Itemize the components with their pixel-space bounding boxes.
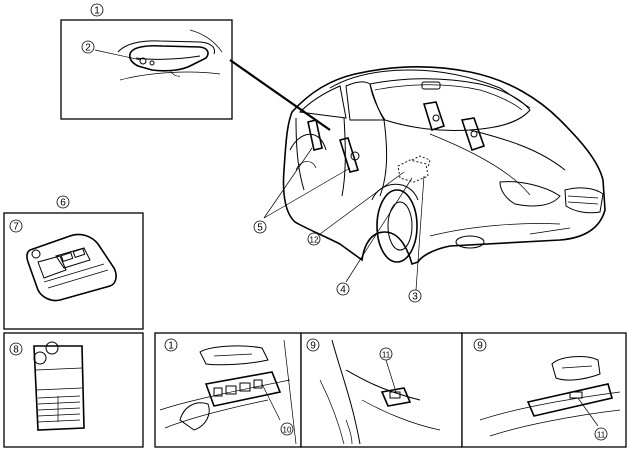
callout-8: 8 [9,342,23,356]
svg-text:9: 9 [477,341,483,352]
callout-4: 4 [336,282,350,296]
callout-9-middle: 9 [306,338,320,352]
callout-7: 7 [9,219,23,233]
rear-door-switch-box [461,332,627,448]
svg-text:2: 2 [85,43,91,54]
svg-text:9: 9 [310,341,316,352]
callout-5: 5 [253,220,267,234]
callout-6: 6 [56,195,70,209]
detail-leader-line [229,59,331,131]
callout-2: 2 [81,40,95,54]
svg-text:7: 7 [13,222,19,233]
callout-11-right: 11 [594,427,608,441]
key-fob-box [3,212,144,330]
callout-3: 3 [408,289,422,303]
svg-text:11: 11 [382,351,391,360]
door-handle-detail-box [60,19,233,120]
svg-text:1: 1 [168,341,174,352]
car-illustration [263,66,606,291]
callout-9-right: 9 [473,338,487,352]
svg-text:6: 6 [60,198,66,209]
svg-text:12: 12 [310,236,319,245]
door-switch-panel-box [154,332,302,448]
callout-1-top: 1 [90,3,104,17]
callout-10: 10 [280,422,294,436]
callout-12: 12 [307,232,321,246]
svg-text:11: 11 [597,431,606,440]
svg-text:10: 10 [283,426,292,435]
callout-11-middle: 11 [379,347,393,361]
svg-text:3: 3 [412,292,418,303]
svg-text:4: 4 [340,285,346,296]
svg-text:8: 8 [13,345,19,356]
svg-text:1: 1 [94,6,100,17]
card-key-box [3,332,144,448]
svg-text:5: 5 [257,223,263,234]
callout-1-panel: 1 [164,338,178,352]
